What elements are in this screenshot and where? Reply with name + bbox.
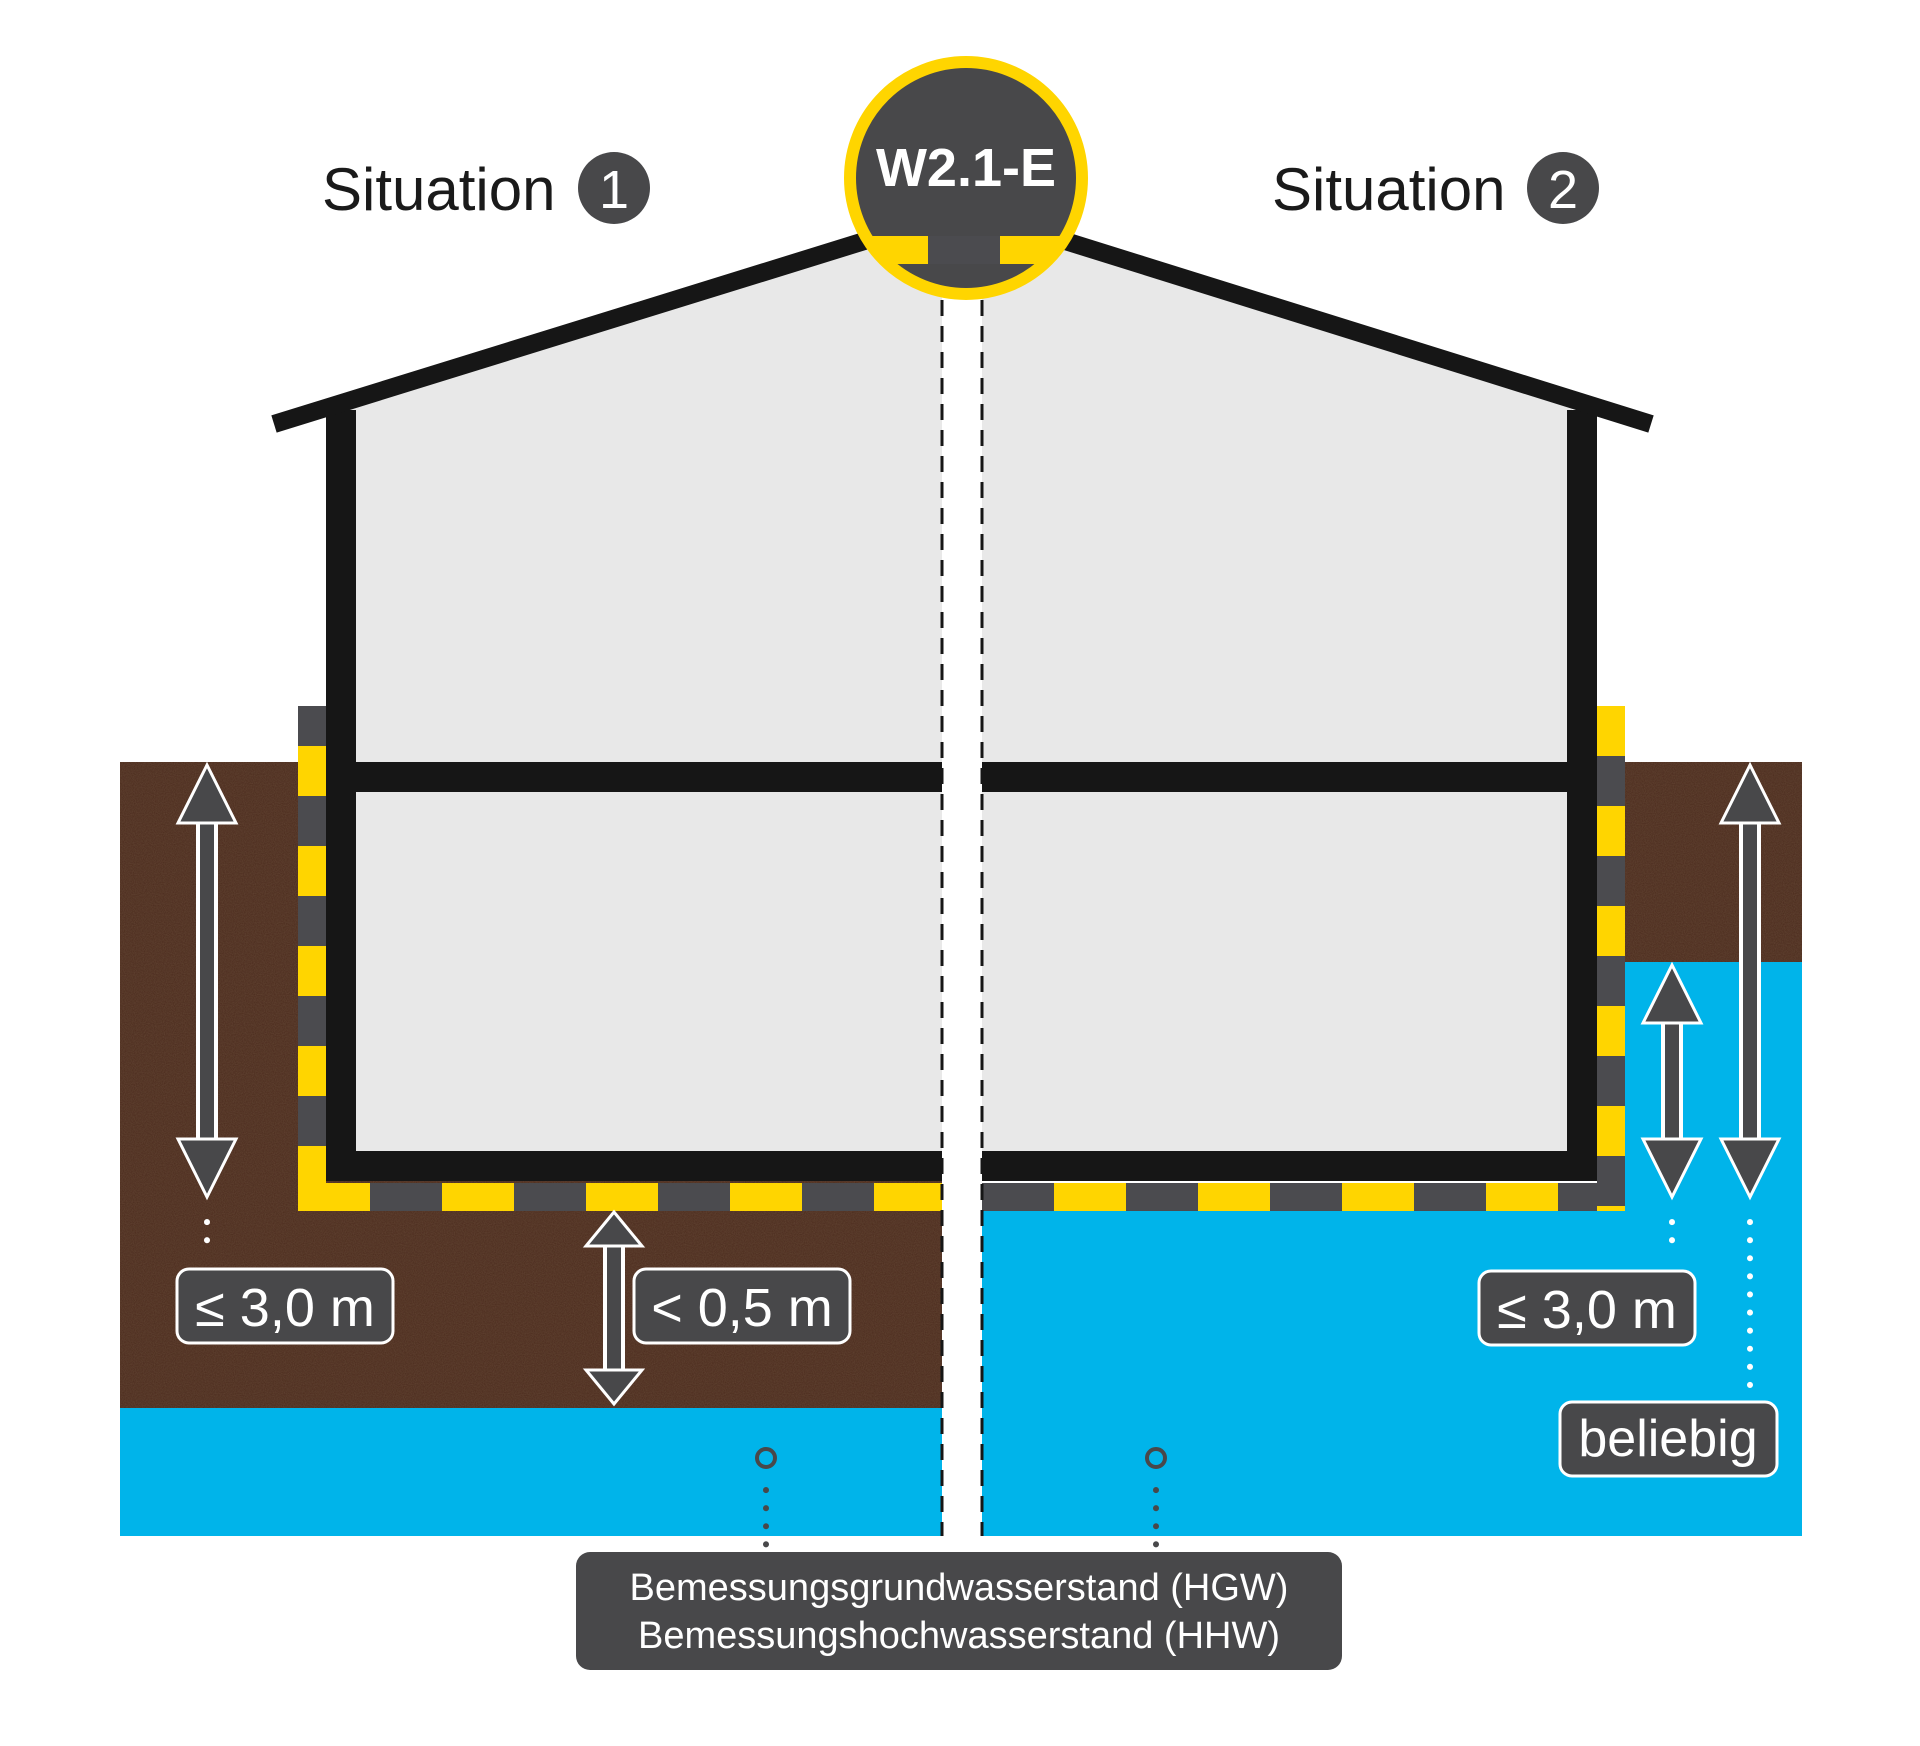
situation-1-label: Situation bbox=[322, 156, 556, 223]
house-interior-left bbox=[350, 246, 942, 1156]
label-right-depth: ≤ 3,0 m bbox=[1477, 1269, 1697, 1347]
label-gap-text: < 0,5 m bbox=[651, 1278, 833, 1338]
legend-box bbox=[576, 1552, 1342, 1670]
situation-2-number-circle bbox=[1527, 152, 1599, 224]
arrow-any-depth-head-bottom bbox=[1718, 1137, 1782, 1201]
situation-2-heading: Situation 2 bbox=[1272, 152, 1599, 224]
label-left-depth: ≤ 3,0 m bbox=[175, 1267, 395, 1345]
arrow-right-depth-head-bottom bbox=[1640, 1137, 1704, 1201]
water-level-legend: Bemessungsgrundwasserstand (HGW) Bemessu… bbox=[576, 1552, 1342, 1670]
situation-2-label: Situation bbox=[1272, 156, 1506, 223]
label-gap: < 0,5 m bbox=[632, 1267, 852, 1345]
situation-1-number-circle bbox=[578, 152, 650, 224]
arrow-gap-head-top bbox=[582, 1209, 646, 1248]
situation-1-heading: Situation 1 bbox=[322, 152, 650, 224]
legend-line-2: Bemessungshochwasserstand (HHW) bbox=[638, 1615, 1280, 1657]
badge-ring bbox=[844, 56, 1088, 300]
situation-2-number: 2 bbox=[1548, 160, 1578, 220]
house bbox=[271, 221, 1654, 1181]
waterproofing-seal bbox=[298, 706, 1625, 1211]
label-any-box bbox=[1558, 1400, 1779, 1478]
leaders bbox=[204, 1219, 1753, 1548]
roof-right bbox=[1027, 221, 1654, 433]
situation-1-number: 1 bbox=[599, 160, 629, 220]
groundwater-left bbox=[120, 1408, 942, 1536]
legend-line-1: Bemessungsgrundwasserstand (HGW) bbox=[630, 1567, 1289, 1609]
soil-right-texture bbox=[1622, 762, 1802, 962]
center-divider bbox=[940, 300, 984, 1536]
leader-dot-left bbox=[755, 1447, 777, 1469]
divider-strip bbox=[942, 300, 982, 1536]
label-any: beliebig bbox=[1558, 1400, 1779, 1478]
arrow-left-depth-head-top bbox=[175, 761, 239, 825]
arrow-right-depth-head-top bbox=[1640, 961, 1704, 1025]
label-right-depth-box bbox=[1477, 1269, 1697, 1347]
arrow-left-depth bbox=[175, 761, 239, 1201]
roof-left bbox=[271, 221, 903, 433]
label-gap-box bbox=[632, 1267, 852, 1345]
leader-dot-right bbox=[1145, 1447, 1167, 1469]
house-interior-right bbox=[982, 246, 1572, 1156]
label-any-text: beliebig bbox=[1578, 1410, 1757, 1468]
label-right-depth-text: ≤ 3,0 m bbox=[1497, 1280, 1677, 1340]
arrow-right-depth bbox=[1640, 961, 1704, 1201]
badge-label: W2.1-E bbox=[876, 138, 1056, 198]
system-badge: W2.1-E bbox=[844, 56, 1088, 300]
arrow-gap-head-bottom bbox=[582, 1368, 646, 1407]
arrow-gap bbox=[582, 1209, 646, 1407]
badge-seal-strip-gray bbox=[928, 236, 1000, 264]
arrow-left-depth-head-bottom bbox=[175, 1137, 239, 1201]
label-left-depth-box bbox=[175, 1267, 395, 1345]
arrow-any-depth bbox=[1718, 761, 1782, 1201]
label-left-depth-text: ≤ 3,0 m bbox=[195, 1278, 375, 1338]
arrow-any-depth-head-top bbox=[1718, 761, 1782, 825]
